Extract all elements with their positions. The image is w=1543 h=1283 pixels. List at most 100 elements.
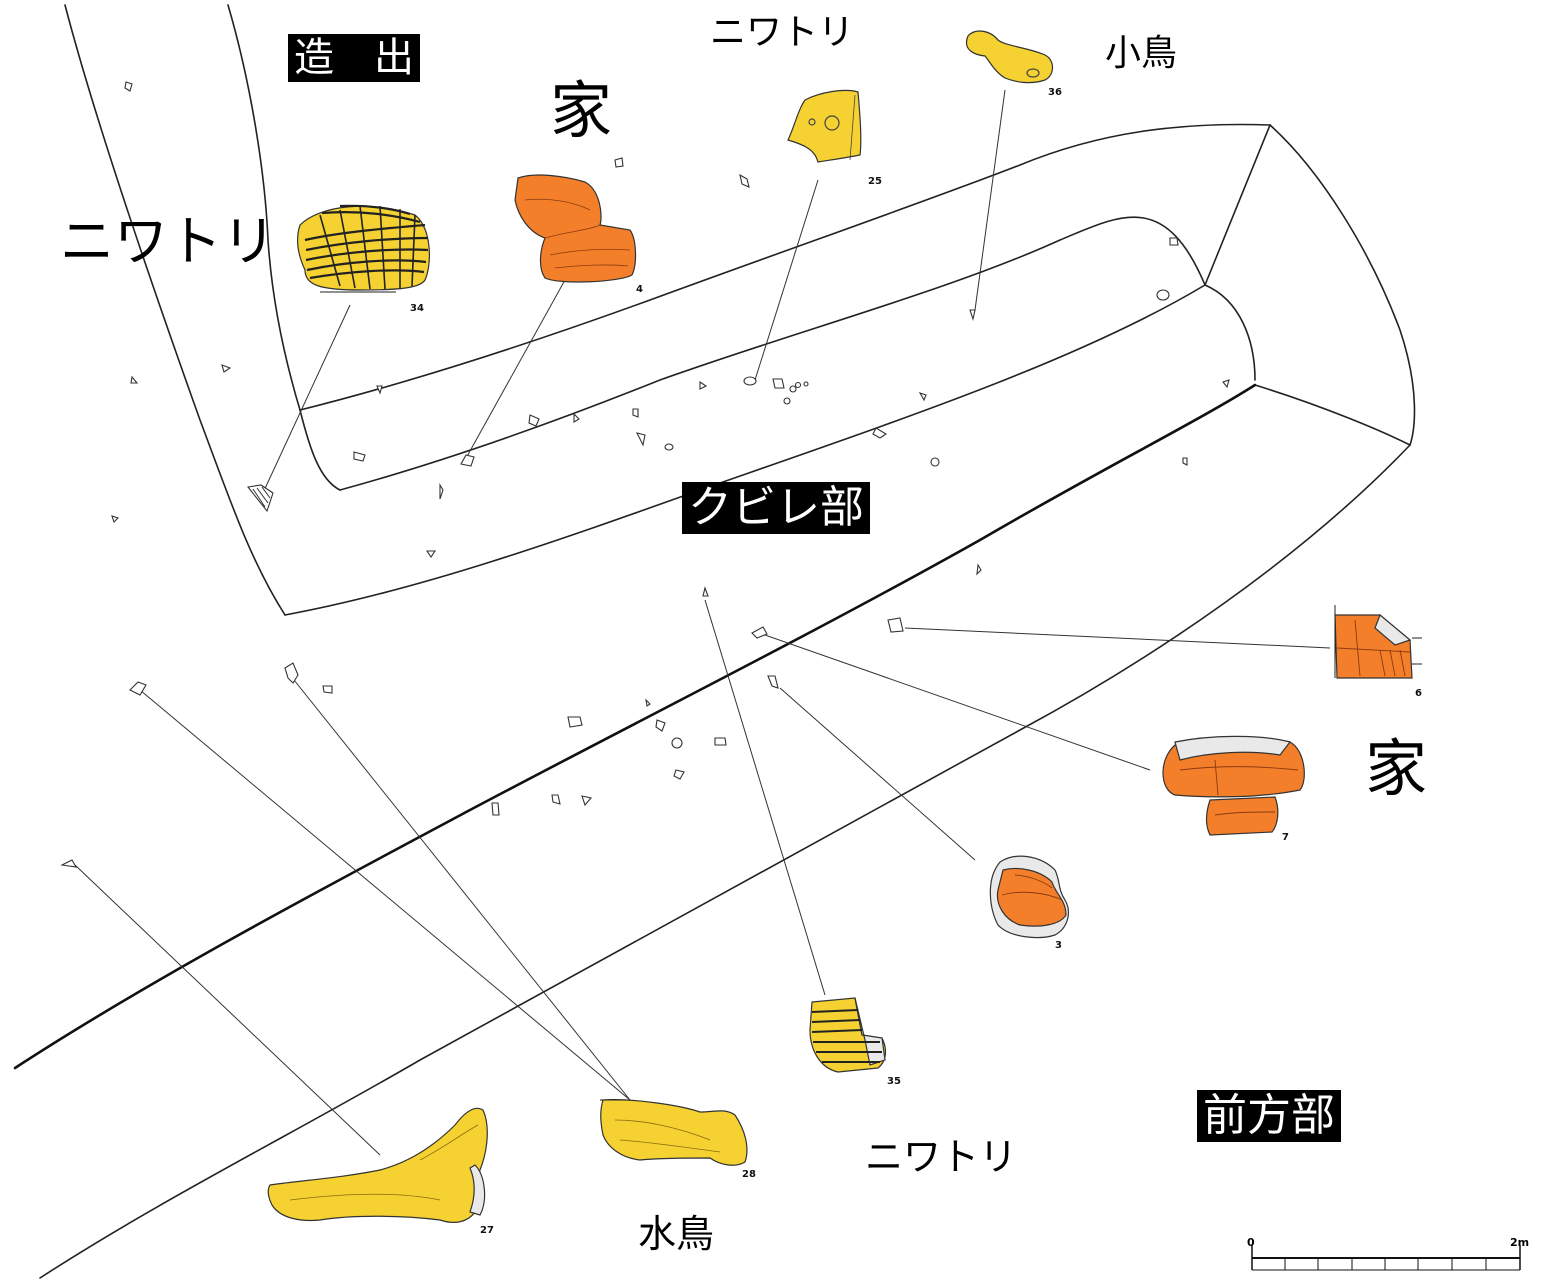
fragment <box>425 550 437 558</box>
fragment <box>439 483 444 500</box>
fragment <box>1156 289 1170 301</box>
front-top-edge <box>1269 124 1416 446</box>
artifact-25-chicken <box>787 89 862 163</box>
fragment <box>887 617 904 633</box>
fragment <box>739 173 750 188</box>
fragment <box>376 385 383 395</box>
fragment <box>130 375 139 384</box>
artifact-7-house <box>1162 735 1305 836</box>
leader-34 <box>261 304 351 496</box>
artifact-number-35: 35 <box>887 1076 901 1087</box>
leader-36 <box>974 89 1006 311</box>
fragment <box>714 737 727 746</box>
fragment <box>491 802 500 816</box>
fragment <box>573 412 580 423</box>
leader-27 <box>74 864 381 1156</box>
artifact-27-waterbird <box>267 1107 488 1223</box>
fragment <box>460 454 475 467</box>
fragment <box>655 719 666 732</box>
fragment <box>1222 379 1230 389</box>
terrace-inner <box>339 216 1206 491</box>
leader-28 <box>289 674 631 1101</box>
artifact-number-36: 36 <box>1048 87 1062 98</box>
label-niwatori-left: ニワトリ <box>60 210 276 273</box>
artifact-number-34: 34 <box>410 303 424 314</box>
fragment <box>353 451 366 462</box>
label-ie-right: 家 <box>1365 732 1428 805</box>
fragment <box>528 414 540 427</box>
fragment <box>581 795 593 807</box>
fragment <box>635 432 646 447</box>
artifact-34-chicken <box>296 204 430 293</box>
fragment <box>645 698 651 707</box>
fragment <box>794 381 802 389</box>
artifact-number-27: 27 <box>480 1225 494 1236</box>
fragment <box>783 397 791 405</box>
label-niwatori-top: ニワトリ <box>710 12 855 53</box>
leader-6 <box>904 627 1331 649</box>
fragment <box>614 157 624 168</box>
artifact-6-house <box>1334 605 1422 679</box>
mound-outline-left <box>64 4 286 616</box>
front-inner <box>1254 384 1411 446</box>
artifact-number-6: 6 <box>1415 688 1422 699</box>
label-zoshutsu: 造 出 <box>288 34 420 82</box>
artifact-4-house <box>514 174 637 283</box>
fragment <box>930 457 940 467</box>
fragment <box>772 378 785 389</box>
label-niwatori-bottom: ニワトリ <box>865 1135 1018 1179</box>
mound-bottom-edge <box>284 284 1256 616</box>
leader-4 <box>464 279 566 461</box>
leader-35 <box>704 599 826 996</box>
fragment <box>124 81 133 92</box>
leader-3 <box>779 687 976 861</box>
fragment <box>751 626 768 639</box>
fragment <box>671 737 683 749</box>
fragment <box>702 586 709 597</box>
label-mizutori: 水鳥 <box>638 1212 715 1256</box>
label-ie-top: 家 <box>550 74 613 147</box>
artifact-36-small-bird <box>965 30 1054 84</box>
fragment <box>221 364 232 373</box>
artifact-3-house <box>989 855 1069 939</box>
label-kotori: 小鳥 <box>1105 33 1178 74</box>
artifact-number-3: 3 <box>1055 940 1062 951</box>
zoshutsu-edge <box>227 4 341 491</box>
front-diagonal <box>1204 124 1271 286</box>
front-slope-line <box>39 444 1411 1279</box>
fragment <box>673 769 685 780</box>
fragment <box>789 385 797 393</box>
fragment <box>664 443 674 451</box>
artifact-number-4: 4 <box>636 284 643 295</box>
fragment <box>743 376 757 386</box>
fragment <box>632 408 639 418</box>
fragment <box>284 662 299 684</box>
leader-25 <box>754 179 819 381</box>
fragment <box>1182 457 1188 466</box>
fragment <box>976 563 982 576</box>
fragment <box>918 392 927 402</box>
artifact-number-25: 25 <box>868 176 882 187</box>
leader-7 <box>764 634 1151 771</box>
artifact-35-chicken <box>809 997 887 1073</box>
fragment <box>803 381 809 387</box>
fragment <box>111 515 120 524</box>
fragment <box>60 859 78 868</box>
fragment <box>767 675 779 689</box>
fragment <box>872 427 888 439</box>
artifact-number-28: 28 <box>742 1169 756 1180</box>
scale-end-label: 2m <box>1510 1236 1530 1249</box>
label-kubire: クビレ部 <box>682 482 870 534</box>
fragment <box>129 681 147 696</box>
scale-bar <box>1251 1245 1521 1271</box>
fragment <box>322 685 333 694</box>
terrace-upper <box>299 123 1271 411</box>
scale-start-label: 0 <box>1247 1236 1255 1249</box>
leader-28b <box>139 689 631 1101</box>
main-slope-line <box>13 383 1257 1070</box>
fragment <box>1169 237 1179 246</box>
artifact-number-7: 7 <box>1282 832 1289 843</box>
fragment-34 <box>246 484 274 513</box>
artifact-28-waterbird <box>600 1099 748 1166</box>
